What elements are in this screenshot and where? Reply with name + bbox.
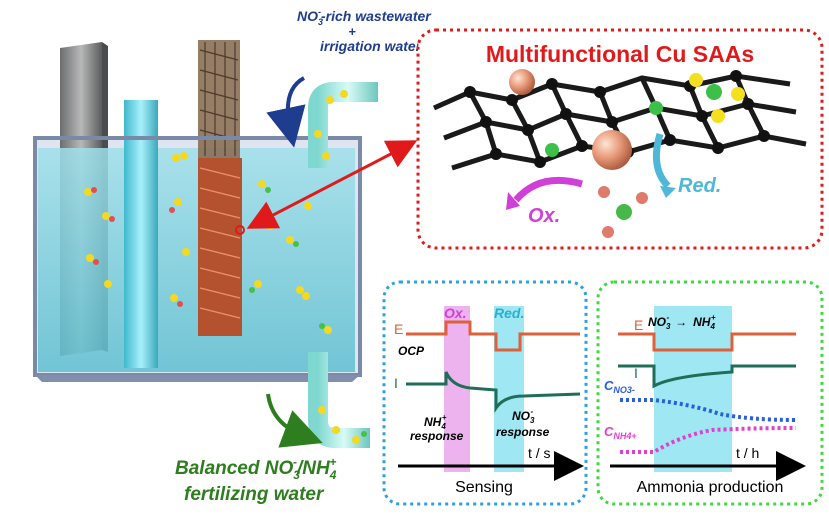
inlet-pipe [308, 82, 378, 168]
ammonia-e-label: E [634, 317, 643, 333]
saa-red-label: Red. [678, 175, 721, 197]
sensing-panel-frame [382, 280, 588, 506]
water-volume [38, 148, 355, 372]
sensing-i-label: I [394, 375, 398, 391]
sensing-axis-label: t / s [528, 445, 551, 461]
outlet-label: Balanced NO3-/NH4+ [175, 455, 337, 482]
n-dopant-2 [545, 143, 559, 157]
tank-base [35, 375, 360, 382]
adsorbed-nitrate [689, 73, 745, 123]
ox-arrow [513, 176, 583, 203]
zoom-double-arrow [246, 140, 418, 229]
mesh-electrode-texture [199, 167, 241, 319]
ammonia-reaction: NO3-→NH4+ [648, 313, 716, 331]
sensing-e-trace [406, 320, 580, 352]
sensing-nh4-response: NH4+ [424, 413, 447, 431]
released-nitrate [598, 186, 648, 238]
outlet-label-line2: fertilizing water [184, 484, 325, 505]
saa-ox-label: Ox. [528, 205, 560, 227]
cu-single-atom [509, 69, 535, 95]
ammonia-title: Ammonia production [637, 479, 784, 496]
saa-panel: Multifunctional Cu SAAs [416, 28, 824, 250]
c-no3-label: CNO3- [604, 378, 635, 395]
c-nh4-curve [620, 426, 797, 454]
c-no3-curve [620, 398, 797, 422]
sensing-panel: Ox. Red. E OCP I NH4+ response NO3- resp… [382, 280, 588, 506]
inlet-label-line3: irrigation water [320, 38, 423, 54]
inlet-label: NO3--rich wastewater [297, 7, 432, 27]
red-arrow [652, 133, 671, 189]
ammonia-axis-label: t / h [736, 445, 759, 461]
sensing-e-label: E [394, 321, 403, 337]
ammonia-i-trace [618, 364, 796, 389]
electrochemical-cell [33, 40, 378, 448]
ox-band [444, 306, 470, 472]
cu-single-atom-large [592, 130, 632, 170]
ammonia-e-trace [618, 332, 796, 352]
mesh-electrode-immersed [198, 158, 242, 336]
sensing-i-trace [406, 371, 581, 413]
sensing-no3-response: NO3- [512, 407, 535, 425]
saa-panel-title: Multifunctional Cu SAAs [486, 41, 754, 67]
inlet-plus: + [348, 24, 356, 39]
sensing-no3-response-2: response [496, 425, 550, 439]
sensing-nh4-response-2: response [410, 429, 464, 443]
outlet-flow-arrow [266, 393, 323, 448]
red-band [494, 306, 524, 472]
ammonia-i-label: I [634, 365, 638, 381]
focus-ring [235, 225, 245, 235]
membrane-plate [124, 100, 158, 368]
lattice-atoms [464, 70, 770, 168]
inlet-flow-arrow [266, 76, 306, 148]
c-nh4-label: CNH4+ [604, 424, 637, 441]
ammonia-panel: E NO3-→NH4+ I CNO3- CNH4+ t / h Ammonia … [596, 280, 824, 506]
sensing-title: Sensing [455, 479, 513, 496]
sensing-ocp-label: OCP [398, 344, 425, 358]
sensing-red-label: Red. [494, 305, 524, 321]
mesh-texture [199, 42, 239, 156]
sensing-ox-label: Ox. [444, 305, 467, 321]
ox-arrow-head [506, 192, 520, 210]
red-arrow-head [660, 186, 676, 198]
n-dopant [649, 101, 663, 115]
